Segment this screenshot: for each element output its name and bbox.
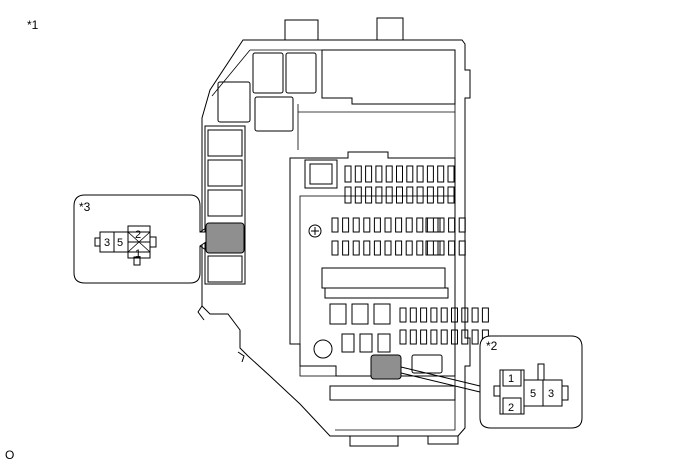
fuse-slot	[481, 307, 489, 323]
fuse-slot	[461, 307, 469, 323]
fuse-slot	[365, 186, 373, 204]
fuse-slot	[440, 307, 448, 323]
fuse-slot	[426, 165, 434, 183]
ref-label-1: *1	[27, 18, 39, 32]
highlighted-relay-3[interactable]	[205, 222, 245, 254]
fuse-slot	[365, 165, 373, 183]
fuse-slot	[354, 186, 362, 204]
fuse-slot	[448, 217, 456, 233]
fuse-slot	[385, 186, 393, 204]
fuse-slot	[458, 240, 466, 256]
fuse-slot	[363, 217, 371, 233]
fuse-slot	[341, 333, 355, 353]
fuse-slot	[344, 186, 352, 204]
fuse-slot	[385, 165, 393, 183]
fuse-slot	[471, 307, 479, 323]
fuse-slot	[396, 165, 403, 183]
fuse-slot	[416, 186, 424, 204]
fuse-slot	[426, 217, 434, 233]
fuse-slot	[437, 217, 445, 233]
fuse-slot	[416, 217, 424, 233]
fuse-slot	[344, 165, 352, 183]
fuse-slot	[395, 217, 403, 233]
fuse-slot	[405, 240, 413, 256]
fuse-slot	[416, 165, 424, 183]
callout-2: *2 1 2 5 3	[400, 335, 583, 429]
fuse-slot	[373, 303, 391, 325]
fuse-slot	[399, 307, 407, 323]
fuse-slot	[342, 240, 350, 256]
fuse-slot	[425, 240, 441, 256]
fuse-slot	[447, 186, 455, 204]
fuse-slot	[451, 329, 458, 345]
fuse-slot	[384, 217, 392, 233]
fuse-slot	[354, 165, 362, 183]
fuse-slot	[426, 240, 434, 256]
callout-3: *3 3 5 2 1	[73, 194, 207, 284]
fuse-slot	[352, 240, 360, 256]
fuse-slot	[447, 165, 455, 183]
fuse-slot	[471, 329, 479, 345]
ref-label-2: *2	[486, 339, 498, 353]
fuse-slot	[426, 186, 434, 204]
fuse-slot	[373, 240, 381, 256]
pin-label: 1	[135, 248, 141, 260]
fuse-slot	[396, 186, 403, 204]
fuse-slot	[342, 217, 350, 233]
pin-label: 2	[135, 229, 141, 241]
pin-label: 1	[508, 373, 514, 385]
fuse-slot	[329, 303, 347, 325]
corner-label: O	[5, 448, 14, 462]
fuse-slot	[363, 240, 371, 256]
fuse-slot	[430, 329, 438, 345]
fuse-slot	[406, 165, 414, 183]
fuse-slot	[406, 186, 414, 204]
fuse-slot	[395, 240, 403, 256]
fuse-slot	[384, 240, 392, 256]
fuse-slot	[351, 303, 369, 325]
fuse-slot	[409, 307, 417, 323]
fuse-slot	[331, 217, 339, 233]
fuse-slot	[399, 329, 407, 345]
fuse-slot	[375, 165, 383, 183]
fuse-slot	[375, 186, 383, 204]
ref-label-3: *3	[79, 200, 91, 214]
connector-2-face: 1 2 5 3	[493, 363, 569, 415]
fuse-slot	[437, 165, 445, 183]
fuse-slot	[377, 333, 391, 353]
pin-label: 3	[104, 237, 110, 249]
fuse-slot	[458, 217, 466, 233]
fuse-rows	[329, 165, 489, 353]
fuse-slot	[461, 329, 469, 345]
fuse-slot	[405, 217, 413, 233]
fuse-slot	[359, 333, 373, 353]
fuse-slot	[352, 217, 360, 233]
fuse-slot	[451, 307, 458, 323]
pin-label: 3	[548, 388, 554, 400]
fuse-slot	[425, 217, 441, 233]
pin-label: 2	[508, 402, 514, 414]
fuse-slot	[331, 240, 339, 256]
fuse-slot	[448, 240, 456, 256]
pin-label: 5	[530, 388, 536, 400]
fuse-slot	[373, 217, 381, 233]
highlighted-relay-2[interactable]	[370, 354, 402, 380]
fuse-slot	[437, 240, 445, 256]
fuse-slot	[409, 329, 417, 345]
fuse-slot	[440, 329, 448, 345]
fuse-slot	[420, 329, 428, 345]
fuse-slot	[437, 186, 445, 204]
fuse-slot	[416, 240, 424, 256]
connector-3-face: 3 5 2 1	[94, 225, 157, 266]
fuse-slot	[430, 307, 438, 323]
pin-label: 5	[117, 237, 123, 249]
fuse-slot	[420, 307, 428, 323]
